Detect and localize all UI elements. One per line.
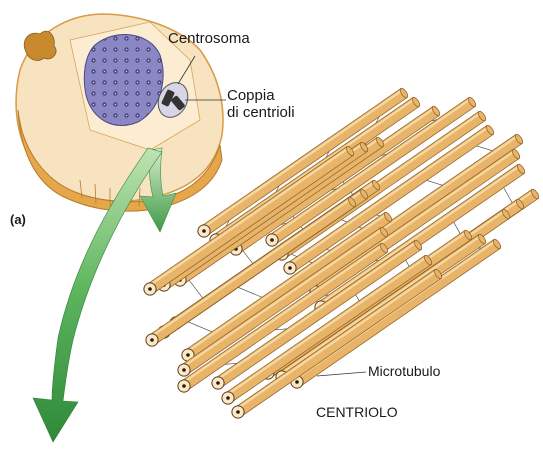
label-centriole-pair-line2: di centrioli [227, 104, 295, 121]
label-centrosome: Centrosoma [168, 30, 250, 47]
label-centriole: CENTRIOLO [316, 404, 398, 420]
panel-label: (a) [10, 213, 26, 228]
cell-membrane-texture [24, 31, 56, 60]
label-centriole-pair: Coppia di centrioli [227, 87, 295, 122]
label-microtubule: Microtubulo [368, 363, 440, 379]
microtubule-leader [317, 372, 366, 376]
label-centriole-pair-line1: Coppia [227, 87, 295, 104]
